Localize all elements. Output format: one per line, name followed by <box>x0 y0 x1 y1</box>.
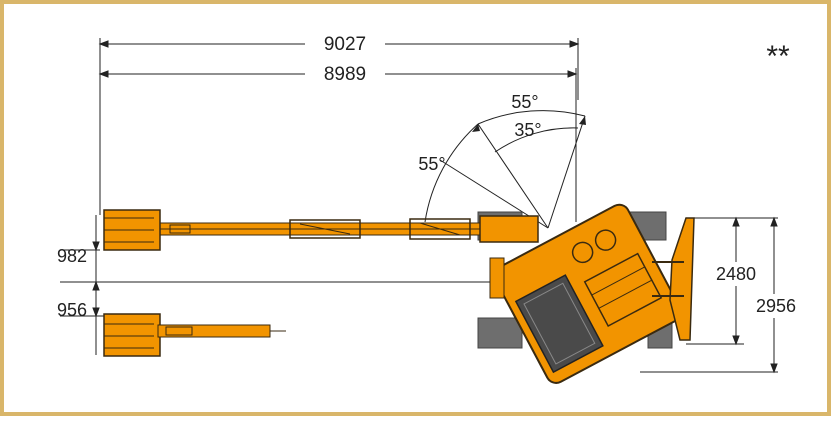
dim-label-8989: 8989 <box>324 64 366 85</box>
label-bg-8989 <box>305 63 385 85</box>
track-rear-right <box>477 317 523 349</box>
dim-label-956: 956 <box>57 300 87 320</box>
label-bg-9027 <box>305 33 385 55</box>
dim-label-2480: 2480 <box>716 264 756 284</box>
label-bg-2956 <box>752 294 802 318</box>
marker-asterisks: ** <box>766 40 790 73</box>
engine-cap <box>571 241 594 264</box>
angle-label-outer-right: 55° <box>511 92 538 112</box>
angle-label-inner-right: 35° <box>514 120 541 140</box>
boom-arm-extended <box>157 215 539 243</box>
dimension-lines-left <box>60 215 560 355</box>
cab-window <box>514 274 604 374</box>
angle-label-left: 55° <box>418 154 445 174</box>
dim-label-982: 982 <box>57 246 87 266</box>
label-bg-2480 <box>712 262 760 286</box>
bucket-extended <box>103 209 161 251</box>
dim-label-9027: 9027 <box>324 34 366 55</box>
upper-structure <box>493 203 682 384</box>
bucket-offset <box>103 313 286 357</box>
dim-label-2956: 2956 <box>756 296 796 316</box>
dozer-blade <box>652 217 695 341</box>
swing-angle-arcs <box>424 110 586 229</box>
side-step <box>489 257 505 299</box>
